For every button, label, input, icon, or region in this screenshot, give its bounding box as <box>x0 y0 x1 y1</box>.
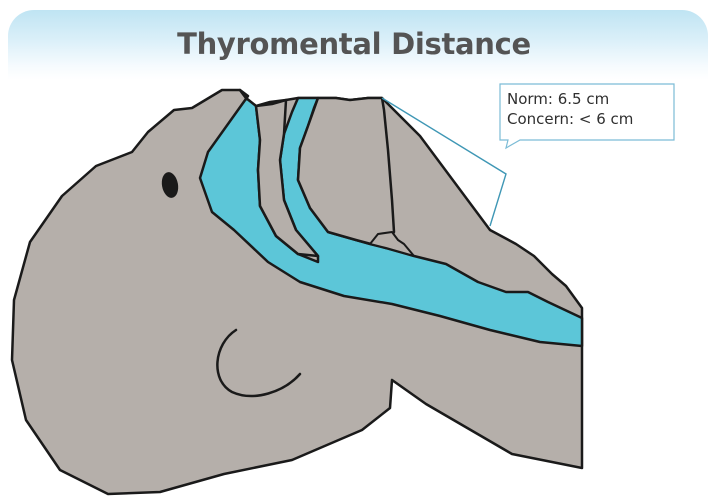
measurement-note: Norm: 6.5 cm Concern: < 6 cm <box>502 86 676 138</box>
norm-value: Norm: 6.5 cm <box>507 89 676 109</box>
concern-value: Concern: < 6 cm <box>507 109 676 129</box>
